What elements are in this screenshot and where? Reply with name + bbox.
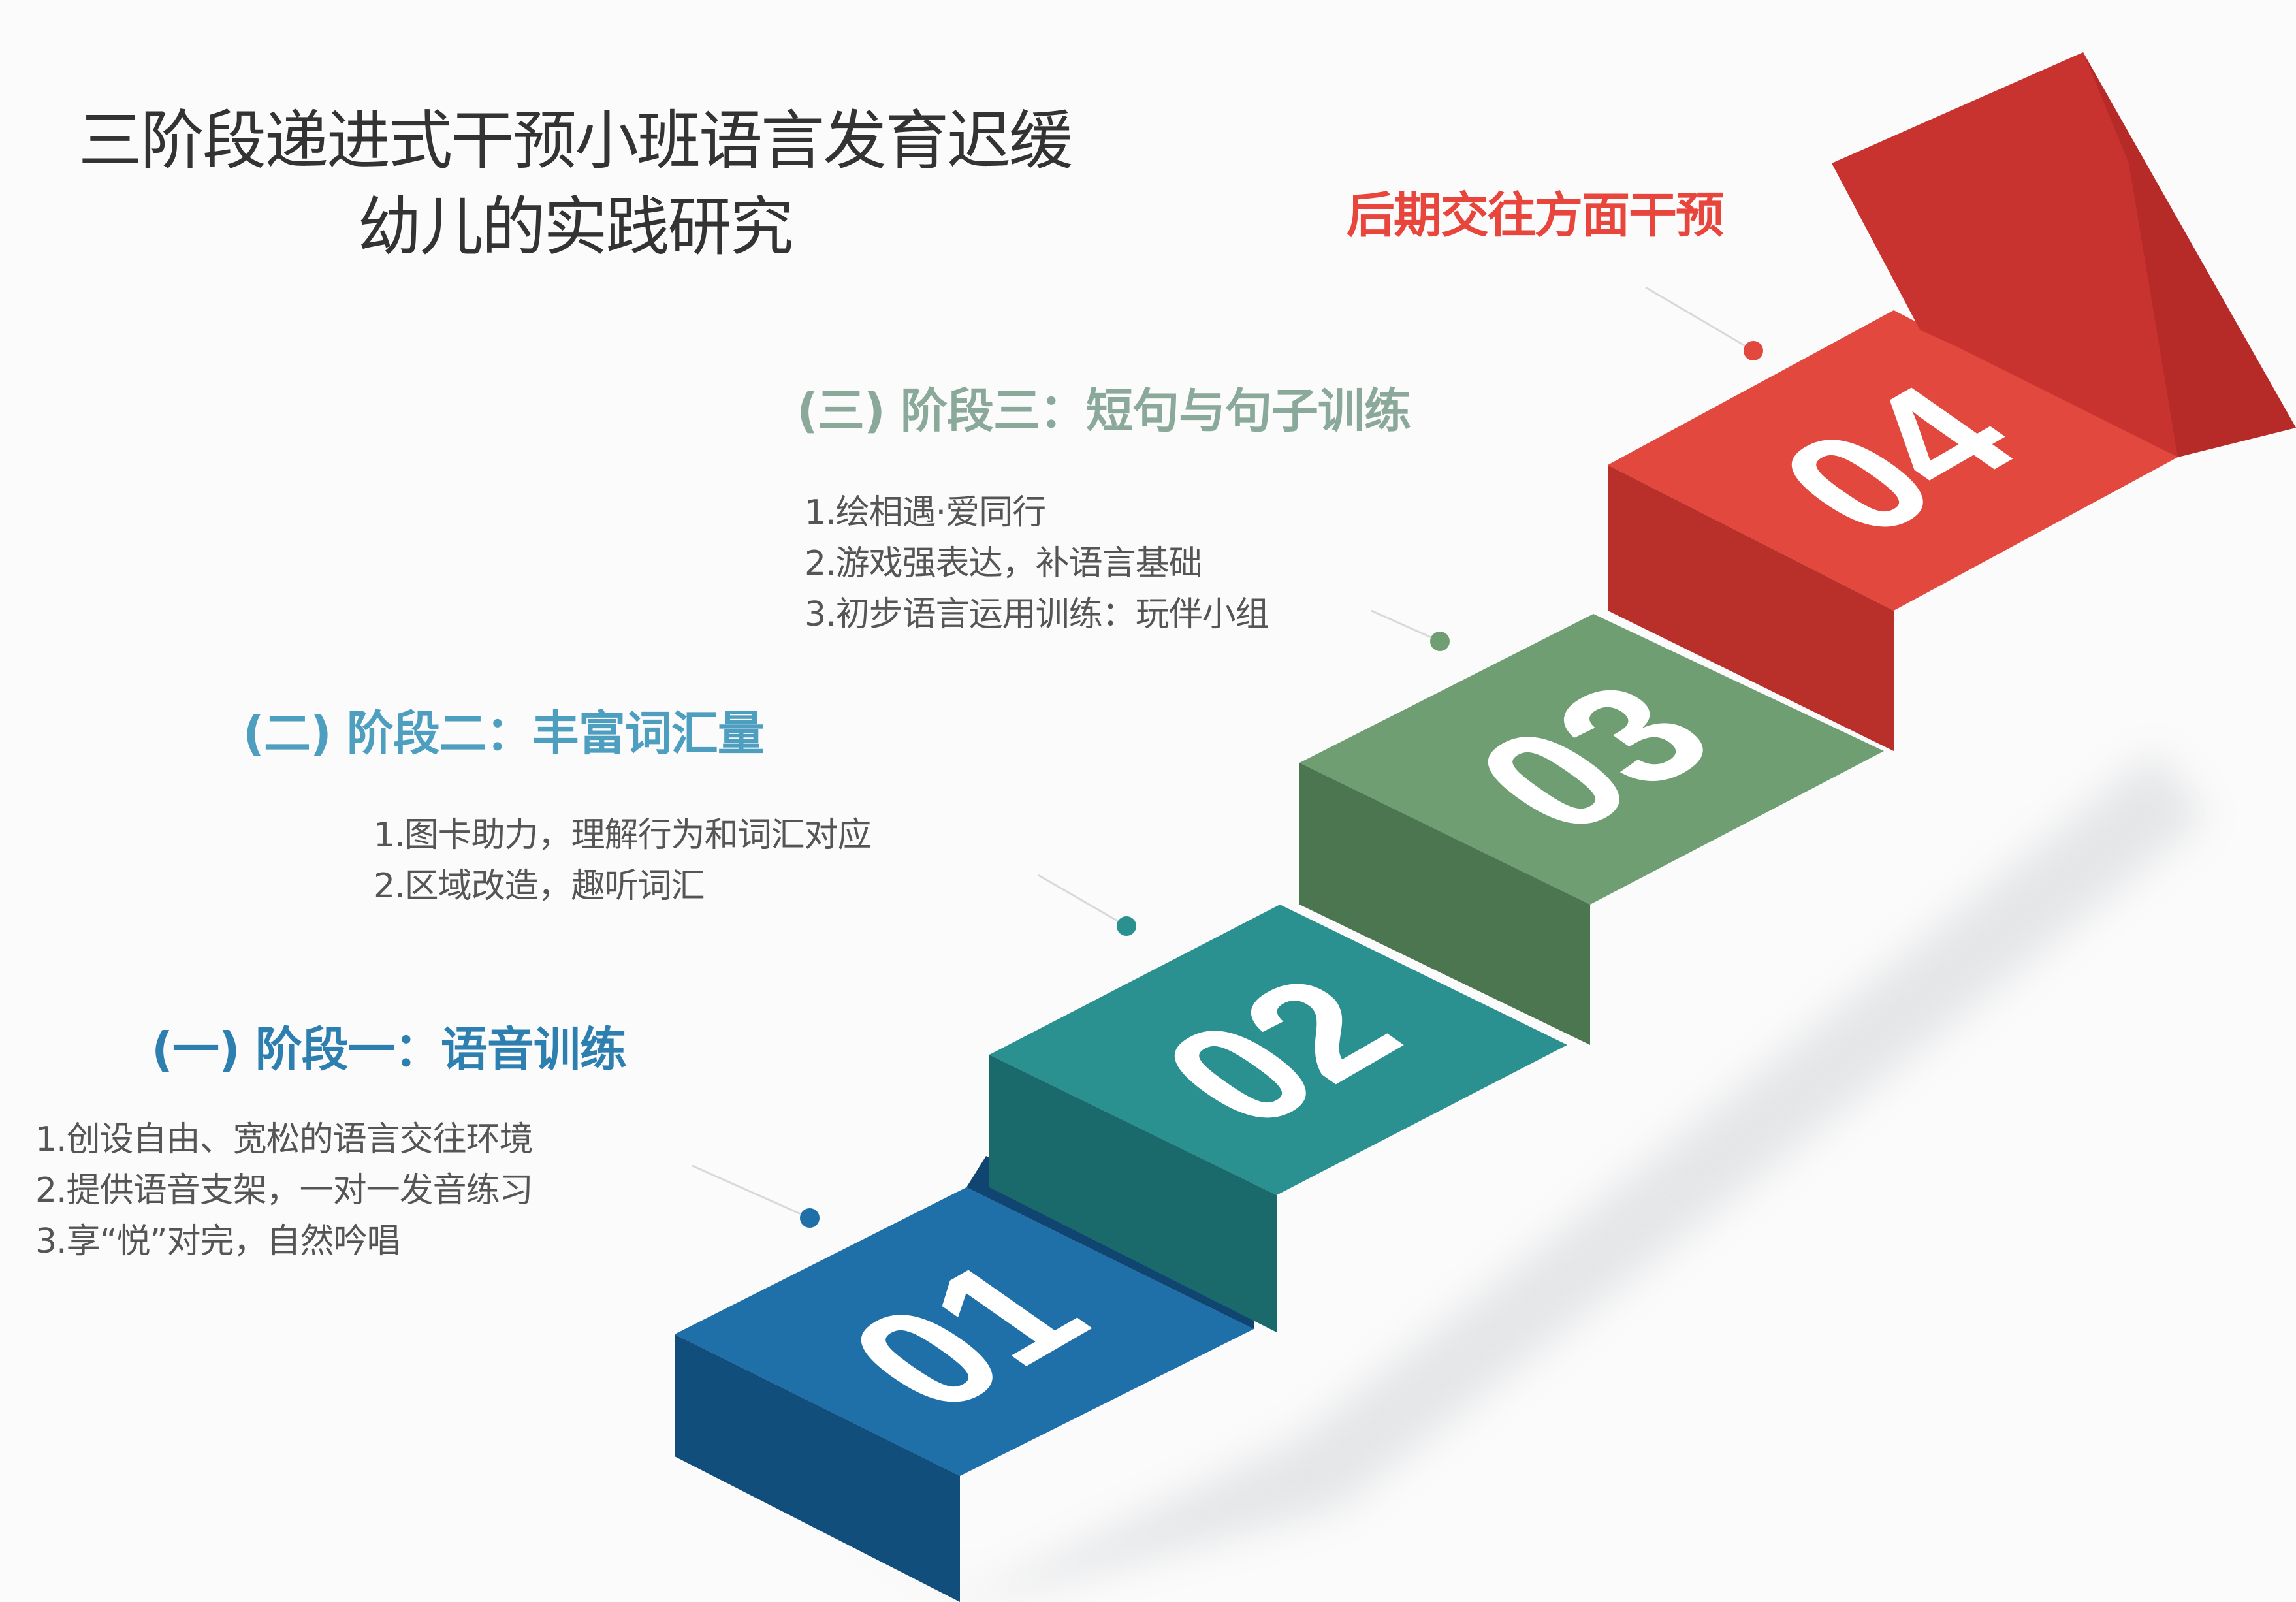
title-line-1: 三阶段递进式干预小班语言发育迟缓 [78,104,1073,178]
arrow-head-shade [2083,52,2296,457]
list-item: 1.图卡助力，理解行为和词汇对应 [374,816,872,855]
final-stage-label: 后期交往方面干预 [1347,187,1724,244]
list-item: 3.初步语言运用训练：玩伴小组 [805,595,1269,634]
stage-3-items: 1.绘相遇·爱同行 2.游戏强表达，补语言基础 3.初步语言运用训练：玩伴小组 [805,487,1269,640]
step-01-front-face [675,1334,960,1602]
step-03: 03 [1299,614,1884,1045]
step-02-top-face [989,905,1567,1195]
arrow-head [1832,52,2296,457]
connector-dot-03 [1430,632,1450,651]
stage-1-items: 1.创设自由、宽松的语言交往环境 2.提供语音支架，一对一发音练习 3.享“悦”… [35,1114,534,1267]
connector-line [1038,874,1127,927]
list-item: 1.创设自由、宽松的语言交往环境 [35,1120,534,1159]
list-item: 2.区域改造，趣听词汇 [374,867,705,906]
staircase-shadow [686,751,2207,1602]
list-item: 3.享“悦”对完，自然吟唱 [35,1222,400,1261]
connector-line [1645,286,1754,352]
connector-dot-04 [1744,341,1763,360]
stage-2-heading: (二) 阶段二：丰富词汇量 [243,706,765,761]
step-03-top-face [1299,614,1884,905]
connector-dot-02 [1117,916,1136,936]
step-02-front-face [989,1055,1277,1332]
step-03-front-face [1299,763,1590,1045]
stage-1-heading: (一) 阶段一：语音训练 [151,1022,627,1077]
connectors [692,286,1754,1219]
step-01-top-face [675,1187,1254,1476]
connector-line [692,1164,810,1219]
title-line-2: 幼儿的实践研究 [357,190,793,264]
connector-dot-01 [800,1208,820,1228]
stage-3-heading: (三) 阶段三：短句与句子训练 [797,383,1411,438]
step-01: 01 [675,1156,1254,1602]
connector-line [1371,609,1441,643]
list-item: 2.游戏强表达，补语言基础 [805,544,1203,583]
step-02: 02 [989,905,1567,1332]
list-item: 1.绘相遇·爱同行 [805,493,1046,532]
page-title: 三阶段递进式干预小班语言发育迟缓 幼儿的实践研究 [0,98,1149,270]
connector-dots [800,341,1763,1228]
step-04-front-face [1608,465,1894,751]
list-item: 2.提供语音支架，一对一发音练习 [35,1171,534,1210]
stage-2-items: 1.图卡助力，理解行为和词汇对应 2.区域改造，趣听词汇 [374,810,872,912]
